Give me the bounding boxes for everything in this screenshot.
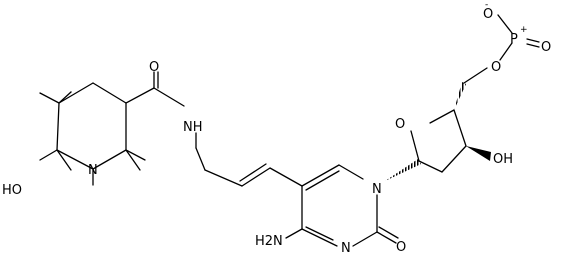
phosphate-ester-o-label: O [491,60,501,75]
phosphorus-label: P [510,32,518,47]
ring-n1-label: N [372,182,382,197]
ring-n3-label: N [341,241,351,256]
phosphate-group [497,14,540,61]
piperidine-ring [39,82,146,186]
phosphate-oxide-label: O [483,7,493,22]
sugar-o-label: O [395,117,405,132]
carbonyl-o-label: O [396,240,406,255]
piperidine-n-label: N [88,163,98,178]
phosphate-double-o-label: O [541,40,551,55]
cytosine-ring [285,164,399,247]
deoxyribose-ring [385,67,491,181]
amine-label: H2N [255,234,283,249]
sugar-oh-label: OH [493,152,513,167]
amide-nh-label: NH [183,120,203,135]
phosphate-oxide-charge: - [485,0,488,10]
amide-linker [125,71,303,187]
amide-o-label: O [149,60,159,75]
phosphorus-charge: + [520,25,528,35]
atom-labels: HO N O NH H2N N N O O OH O P + O - O [2,0,551,256]
hydroxyl-label: HO [2,183,22,198]
